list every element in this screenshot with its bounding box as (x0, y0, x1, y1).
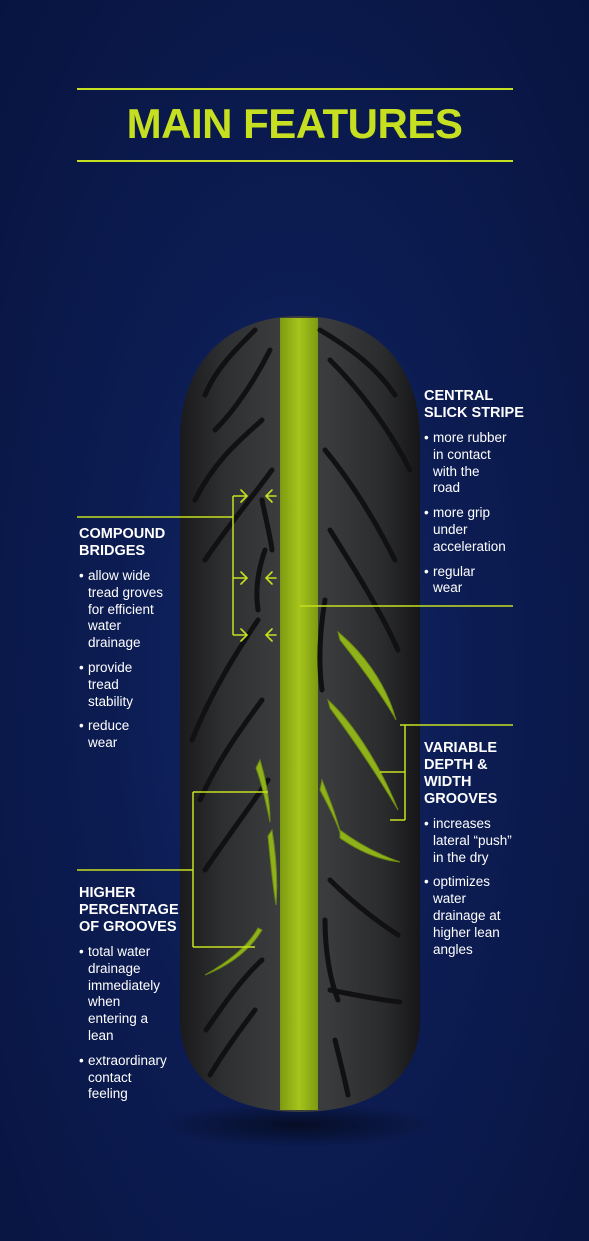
list-item: provide tread stability (79, 660, 189, 710)
right-tread-grooves (317, 327, 413, 1098)
callout-lines (77, 495, 513, 948)
list-item: more grip under acceleration (424, 505, 534, 555)
higher-grooves-block: HIGHER PERCENTAGE OF GROOVES total water… (79, 885, 194, 1111)
higher-grooves-heading: HIGHER PERCENTAGE OF GROOVES (79, 885, 179, 935)
page-title: MAIN FEATURES (126, 100, 463, 147)
title-rule-top (77, 88, 513, 90)
list-item: increases lateral “push” in the dry (424, 816, 534, 866)
higher-grooves-list: total water drainage immediately when en… (79, 944, 194, 1103)
variable-grooves-list: increases lateral “push” in the dry opti… (424, 816, 534, 958)
central-slick-heading: CENTRAL SLICK STRIPE (424, 388, 524, 421)
variable-grooves-highlight (319, 630, 401, 863)
list-item: optimizes water drainage at higher lean … (424, 874, 534, 958)
compound-bridges-heading: COMPOUND BRIDGES (79, 526, 166, 559)
variable-grooves-heading: VARIABLE DEPTH & WIDTH GROOVES (424, 740, 498, 807)
list-item: total water drainage immediately when en… (79, 944, 194, 1045)
central-slick-stripe (280, 318, 318, 1110)
list-item: regular wear (424, 564, 534, 598)
variable-grooves-block: VARIABLE DEPTH & WIDTH GROOVES increases… (424, 740, 534, 966)
central-slick-list: more rubber in contact with the road mor… (424, 430, 534, 597)
title-rule-bottom (77, 160, 513, 162)
central-slick-block: CENTRAL SLICK STRIPE more rubber in cont… (424, 388, 534, 605)
bridge-arrows (240, 489, 277, 642)
list-item: more rubber in contact with the road (424, 430, 534, 497)
list-item: extraordinary contact feeling (79, 1053, 194, 1103)
left-tread-grooves (189, 327, 275, 1078)
tire-shadow (158, 1103, 438, 1147)
list-item: reduce wear (79, 718, 189, 752)
list-item: allow wide tread groves for efficient wa… (79, 568, 189, 652)
compound-bridges-block: COMPOUND BRIDGES allow wide tread groves… (79, 526, 189, 760)
compound-bridges-list: allow wide tread groves for efficient wa… (79, 568, 189, 752)
